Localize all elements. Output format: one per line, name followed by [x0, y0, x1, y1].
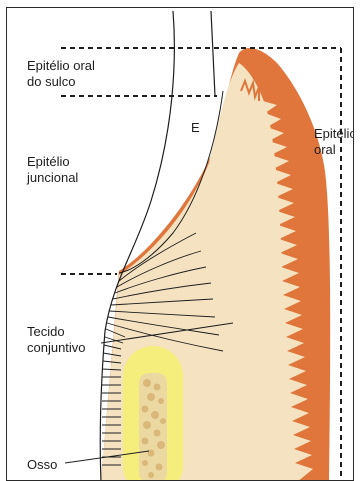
- label-epitelio-juncional: Epitélio juncional: [27, 154, 78, 186]
- enamel-line: [211, 11, 215, 96]
- label-osso: Osso: [27, 457, 57, 473]
- label-epitelio-oral: Epitélio oral: [314, 126, 354, 158]
- label-tecido-conjuntivo: Tecido conjuntivo: [27, 324, 86, 356]
- label-enamel-e: E: [191, 120, 200, 136]
- figure-frame: Epitélio oral do sulco Epitélio junciona…: [6, 7, 354, 481]
- label-epitelio-oral-sulco: Epitélio oral do sulco: [27, 58, 95, 90]
